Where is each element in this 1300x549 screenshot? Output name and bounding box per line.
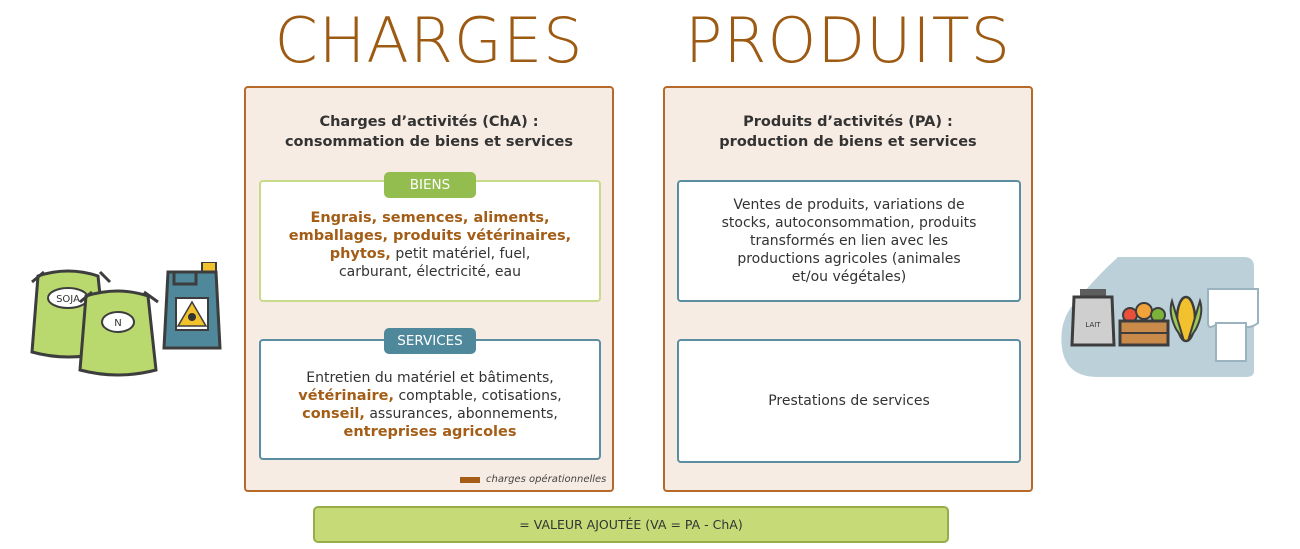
nitrogen-bag-label: N [114,318,121,329]
soja-bag-label: SOJA [56,294,80,305]
value-added-text: = VALEUR AJOUTÉE (VA = PA - ChA) [519,517,743,532]
vegetable-crate-icon [1118,302,1170,347]
legend: charges opérationnelles [460,474,606,485]
charges-panel-title-line2: consommation de biens et services [284,134,574,150]
value-added-bar: = VALEUR AJOUTÉE (VA = PA - ChA) [313,506,949,543]
biens-highlight-2: emballages, produits vétérinaires, [288,228,572,244]
produits-panel: Produits d’activités (PA) : production d… [663,86,1033,492]
milk-can-icon: LAIT [1070,289,1116,347]
produits-panel-title-line1: Produits d’activités (PA) : [743,114,953,130]
produits-panel-title: Produits d’activités (PA) : production d… [665,112,1031,152]
legend-swatch [460,476,480,483]
services-highlight-3: conseil, [302,405,365,422]
services-box: Entretien du matériel et bâtiments, vété… [259,339,601,460]
prestations-box: Prestations de services [677,339,1021,463]
ventes-line-2: stocks, autoconsommation, produits [721,215,977,231]
ventes-line-1: Ventes de produits, variations de [733,197,965,213]
biens-box: Engrais, semences, aliments, emballages,… [259,180,601,302]
ventes-box: Ventes de produits, variations de stocks… [677,180,1021,302]
biens-highlight-3: phytos, [329,246,391,262]
ventes-line-3: transformés en lien avec les [749,233,949,249]
services-text-2: comptable, cotisations, [394,387,562,404]
nitrogen-bag-icon: N [78,289,159,377]
shop-illustration: LAIT [1061,257,1259,377]
charges-panel: Charges d’activités (ChA) : consommation… [244,86,614,492]
ventes-line-5: et/ou végétales) [791,269,907,285]
services-text-1: Entretien du matériel et bâtiments, [306,369,554,386]
produits-panel-title-line2: production de biens et services [719,134,977,150]
biens-highlight-1: Engrais, semences, aliments, [310,210,550,226]
milk-can-label: LAIT [1085,321,1101,329]
prestations-text: Prestations de services [768,393,930,409]
produits-title: PRODUITS [685,4,1011,77]
services-highlight-4: entreprises agricoles [343,423,517,440]
ventes-line-4: productions agricoles (animales [737,251,961,267]
biens-label: BIENS [384,172,476,198]
services-label: SERVICES [384,328,476,354]
services-text-3: assurances, abonnements, [364,405,558,422]
legend-text: charges opérationnelles [486,474,607,485]
corn-icon [1169,295,1203,343]
jerrycan-icon [162,262,222,350]
inputs-illustration: SOJA N [30,262,222,377]
charges-panel-title: Charges d’activités (ChA) : consommation… [246,112,612,152]
charges-title: CHARGES [274,4,584,77]
charges-panel-title-line1: Charges d’activités (ChA) : [319,114,539,130]
biens-text-4: carburant, électricité, eau [338,264,521,280]
services-highlight-2: vétérinaire, [298,387,395,404]
biens-text-3: petit matériel, fuel, [390,246,531,262]
